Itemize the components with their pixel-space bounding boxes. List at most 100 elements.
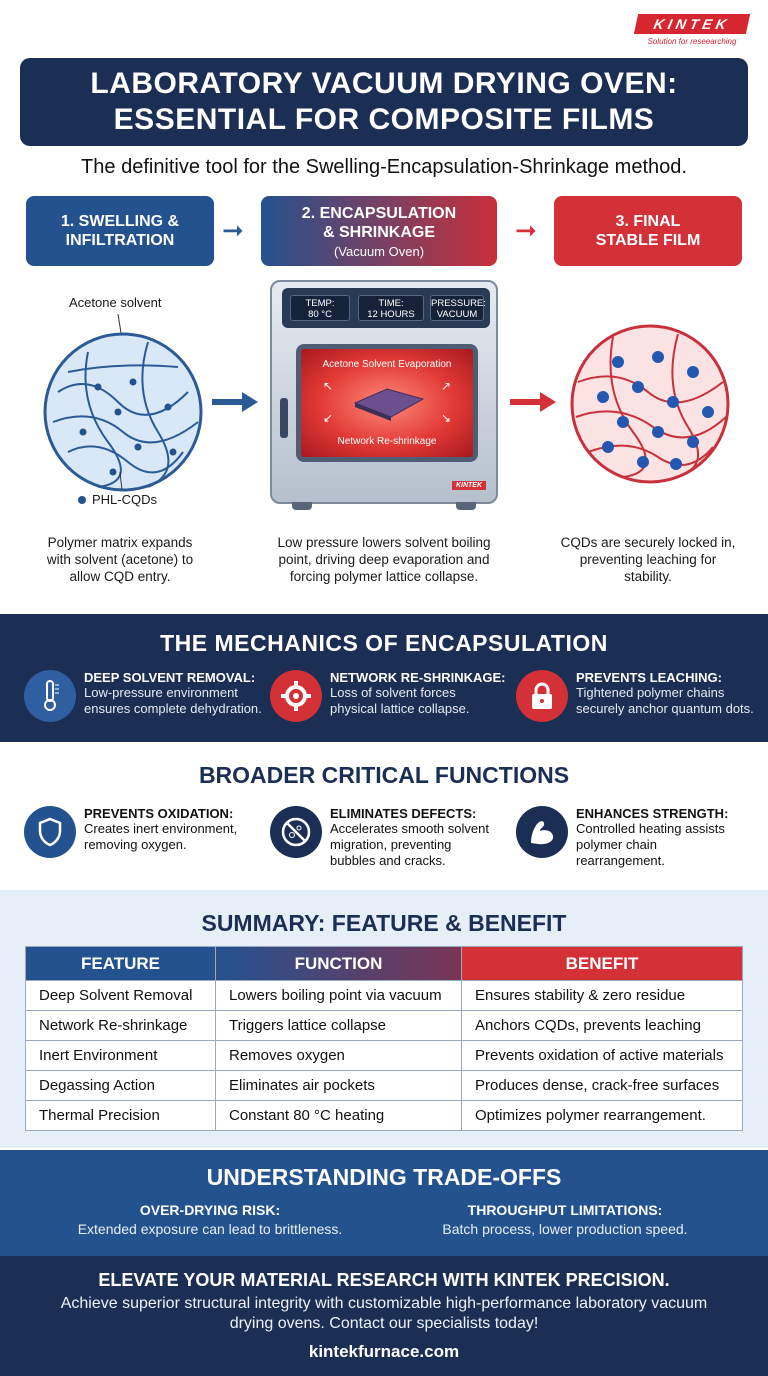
- right-caption: CQDs are securely locked in, preventing …: [548, 534, 748, 585]
- center-caption: Low pressure lowers solvent boiling poin…: [250, 534, 518, 585]
- function-heading: PREVENTS OXIDATION:: [84, 806, 234, 821]
- function-desc-line: polymer chain: [576, 837, 657, 852]
- arrow-out-icon: ↘: [440, 411, 451, 425]
- center-caption-line-3: forcing polymer lattice collapse.: [289, 569, 479, 584]
- table-cell: Deep Solvent Removal: [25, 980, 216, 1011]
- mechanics-section: THE MECHANICS OF ENCAPSULATION DEEP SOLV…: [0, 614, 768, 742]
- control-panel: TEMP: 80 °C TIME: 12 HOURS PRESSURE: VAC…: [282, 288, 490, 328]
- vacuum-oven-illustration: TEMP: 80 °C TIME: 12 HOURS PRESSURE: VAC…: [270, 280, 498, 510]
- thermometer-icon: [24, 670, 76, 722]
- mechanics-heading: DEEP SOLVENT REMOVAL:: [84, 670, 256, 685]
- stable-film-illustration: [570, 324, 730, 484]
- mechanics-item: PREVENTS LEACHING: Tightened polymer cha…: [516, 670, 754, 722]
- oven-foot: [456, 502, 476, 510]
- arrow-out-icon: ↖: [323, 379, 334, 393]
- function-desc-line: removing oxygen.: [84, 837, 187, 852]
- center-caption-line-1: Low pressure lowers solvent boiling: [277, 535, 491, 550]
- right-caption-line-2: preventing leaching for: [579, 552, 717, 567]
- swollen-polymer-illustration: [43, 313, 203, 492]
- title-line-2: ESSENTIAL FOR COMPOSITE FILMS: [113, 103, 655, 136]
- function-desc-line: migration, preventing: [330, 837, 452, 852]
- step-1-line-1: 1. SWELLING &: [60, 213, 180, 230]
- mechanics-desc-line: securely anchor quantum dots.: [576, 701, 754, 716]
- film-sample-icon: [353, 388, 425, 421]
- oven-body: TEMP: 80 °C TIME: 12 HOURS PRESSURE: VAC…: [270, 280, 498, 504]
- left-caption-line-1: Polymer matrix expands: [47, 535, 193, 550]
- arrow-right-icon: [510, 392, 556, 412]
- left-caption: Polymer matrix expands with solvent (ace…: [30, 534, 210, 585]
- mechanics-desc-line: Low-pressure environment: [84, 685, 238, 700]
- title-banner: LABORATORY VACUUM DRYING OVEN: ESSENTIAL…: [20, 58, 748, 146]
- gear-icon: [270, 670, 322, 722]
- cqd-dot-icon: [78, 496, 86, 504]
- table-cell: Degassing Action: [25, 1070, 216, 1101]
- tradeoffs-section: UNDERSTANDING TRADE-OFFS OVER-DRYING RIS…: [0, 1150, 768, 1256]
- column-header-function: FUNCTION: [215, 946, 462, 981]
- no-bubbles-icon: [270, 806, 322, 858]
- table-header-row: FEATURE FUNCTION BENEFIT: [25, 946, 743, 981]
- temp-display: TEMP: 80 °C: [290, 295, 350, 321]
- website-link[interactable]: kintekfurnace.com: [308, 1342, 460, 1361]
- shield-icon: [24, 806, 76, 858]
- oven-brand-label: KINTEK: [451, 481, 486, 490]
- time-label: TIME:: [378, 298, 404, 309]
- function-desc-line: Controlled heating assists: [576, 821, 725, 836]
- cta-section: ELEVATE YOUR MATERIAL RESEARCH WITH KINT…: [0, 1256, 768, 1376]
- oven-window: Acetone Solvent Evaporation ↖ ↗ ↙ ↘ Netw…: [296, 344, 478, 462]
- mechanics-desc-line: ensures complete dehydration.: [84, 701, 262, 716]
- mechanics-heading: NETWORK RE-SHRINKAGE:: [330, 670, 506, 685]
- table-row: Deep Solvent Removal Lowers boiling poin…: [25, 980, 743, 1011]
- summary-title: SUMMARY: FEATURE & BENEFIT: [201, 910, 567, 936]
- cta-line-1: Achieve superior structural integrity wi…: [60, 1295, 708, 1312]
- table-cell: Prevents oxidation of active materials: [461, 1040, 743, 1071]
- cta-heading: ELEVATE YOUR MATERIAL RESEARCH WITH KINT…: [98, 1270, 670, 1290]
- tradeoffs-title: UNDERSTANDING TRADE-OFFS: [206, 1164, 562, 1190]
- time-display: TIME: 12 HOURS: [358, 295, 424, 321]
- kintek-logo: KINTEK Solution for reseearching: [633, 14, 751, 46]
- arrow-right-icon: ➞: [515, 215, 537, 245]
- phl-cqds-label: PHL-CQDs: [92, 492, 158, 507]
- page-title: LABORATORY VACUUM DRYING OVEN: ESSENTIAL…: [90, 66, 677, 138]
- right-caption-line-3: stability.: [624, 569, 672, 584]
- tradeoff-heading: OVER-DRYING RISK:: [139, 1202, 281, 1218]
- door-handle: [280, 398, 288, 438]
- table-cell: Optimizes polymer rearrangement.: [461, 1100, 743, 1131]
- function-heading: ENHANCES STRENGTH:: [576, 806, 729, 821]
- temp-label: TEMP:: [305, 298, 335, 309]
- left-caption-line-3: allow CQD entry.: [69, 569, 171, 584]
- cta-line-2: drying ovens. Contact our specialists to…: [229, 1315, 539, 1332]
- function-desc-line: rearrangement.: [576, 853, 665, 868]
- tradeoff-item: THROUGHPUT LIMITATIONS: Batch process, l…: [400, 1202, 730, 1237]
- pressure-value: VACUUM: [436, 309, 478, 320]
- table-row: Thermal Precision Constant 80 °C heating…: [25, 1100, 743, 1131]
- arrow-out-icon: ↗: [440, 379, 451, 393]
- table-row: Network Re-shrinkage Triggers lattice co…: [25, 1010, 743, 1041]
- pressure-display: PRESSURE: VACUUM: [430, 295, 486, 321]
- right-caption-line-1: CQDs are securely locked in,: [560, 535, 736, 550]
- title-line-1: LABORATORY VACUUM DRYING OVEN:: [90, 67, 678, 100]
- step-3-line-2: STABLE FILM: [595, 232, 701, 249]
- broader-title: BROADER CRITICAL FUNCTIONS: [198, 762, 570, 788]
- bicep-icon: [516, 806, 568, 858]
- table-row: Inert Environment Removes oxygen Prevent…: [25, 1040, 743, 1071]
- table-cell: Ensures stability & zero residue: [461, 980, 743, 1011]
- mechanics-title: THE MECHANICS OF ENCAPSULATION: [160, 630, 608, 656]
- step-2-line-2: & SHRINKAGE: [322, 223, 435, 241]
- table-cell: Lowers boiling point via vacuum: [215, 980, 462, 1011]
- tradeoff-text: Extended exposure can lead to brittlenes…: [77, 1221, 343, 1237]
- tradeoff-heading: THROUGHPUT LIMITATIONS:: [467, 1202, 663, 1218]
- tradeoff-item: OVER-DRYING RISK: Extended exposure can …: [50, 1202, 370, 1237]
- function-item: ENHANCES STRENGTH: Controlled heating as…: [516, 806, 728, 869]
- subtitle: The definitive tool for the Swelling-Enc…: [81, 156, 687, 178]
- arrow-right-icon: ➞: [222, 215, 244, 245]
- function-desc-line: bubbles and cracks.: [330, 853, 446, 868]
- mechanics-heading: PREVENTS LEACHING:: [576, 670, 722, 685]
- time-value: 12 HOURS: [367, 309, 415, 320]
- mechanics-desc-line: Tightened polymer chains: [576, 685, 725, 700]
- tradeoff-text: Batch process, lower production speed.: [442, 1221, 688, 1237]
- step-1-box: 1. SWELLING &INFILTRATION: [26, 196, 214, 266]
- arrow-right-icon: [212, 392, 258, 412]
- table-cell: Produces dense, crack-free surfaces: [461, 1070, 743, 1101]
- logo-wordmark: KINTEK: [633, 14, 751, 34]
